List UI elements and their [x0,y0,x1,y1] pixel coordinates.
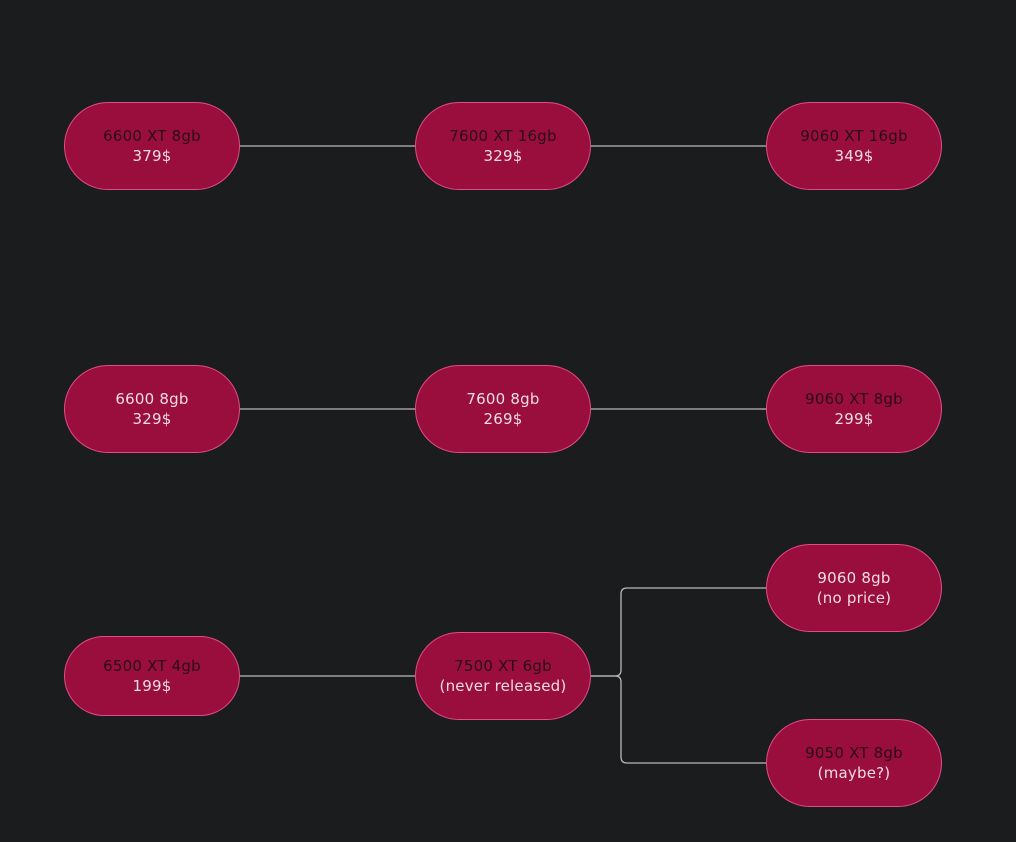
node-9060-xt-8gb[interactable]: 9060 XT 8gb 299$ [766,365,942,453]
node-price-label: 269$ [483,410,523,428]
node-price-label: (no price) [816,589,892,607]
node-9060-xt-16gb[interactable]: 9060 XT 16gb 349$ [766,102,942,190]
node-model-label: 6600 XT 8gb [103,127,201,145]
node-6600-xt-8gb[interactable]: 6600 XT 8gb 379$ [64,102,240,190]
edge-n7500xt-to-n9050xt [591,675,766,764]
node-model-label: 6500 XT 4gb [103,657,201,675]
node-6600-8gb[interactable]: 6600 8gb 329$ [64,365,240,453]
edge-n7500xt-to-n9060 [591,587,766,677]
node-price-label: 329$ [483,147,523,165]
node-price-label: 379$ [132,147,172,165]
node-model-label: 6600 8gb [115,390,189,408]
node-model-label: 7600 8gb [466,390,540,408]
node-model-label: 9060 8gb [817,569,891,587]
node-model-label: 9060 XT 16gb [800,127,908,145]
node-9050-xt-8gb[interactable]: 9050 XT 8gb (maybe?) [766,719,942,807]
node-7600-xt-16gb[interactable]: 7600 XT 16gb 329$ [415,102,591,190]
node-model-label: 7600 XT 16gb [449,127,557,145]
node-7600-8gb[interactable]: 7600 8gb 269$ [415,365,591,453]
node-6500-xt-4gb[interactable]: 6500 XT 4gb 199$ [64,636,240,716]
node-price-label: (maybe?) [817,764,891,782]
node-model-label: 7500 XT 6gb [454,657,552,675]
node-model-label: 9060 XT 8gb [805,390,903,408]
node-price-label: (never released) [439,677,567,695]
node-price-label: 329$ [132,410,172,428]
node-9060-8gb[interactable]: 9060 8gb (no price) [766,544,942,632]
node-price-label: 199$ [132,677,172,695]
node-price-label: 299$ [834,410,874,428]
node-price-label: 349$ [834,147,874,165]
node-7500-xt-6gb[interactable]: 7500 XT 6gb (never released) [415,632,591,720]
node-model-label: 9050 XT 8gb [805,744,903,762]
